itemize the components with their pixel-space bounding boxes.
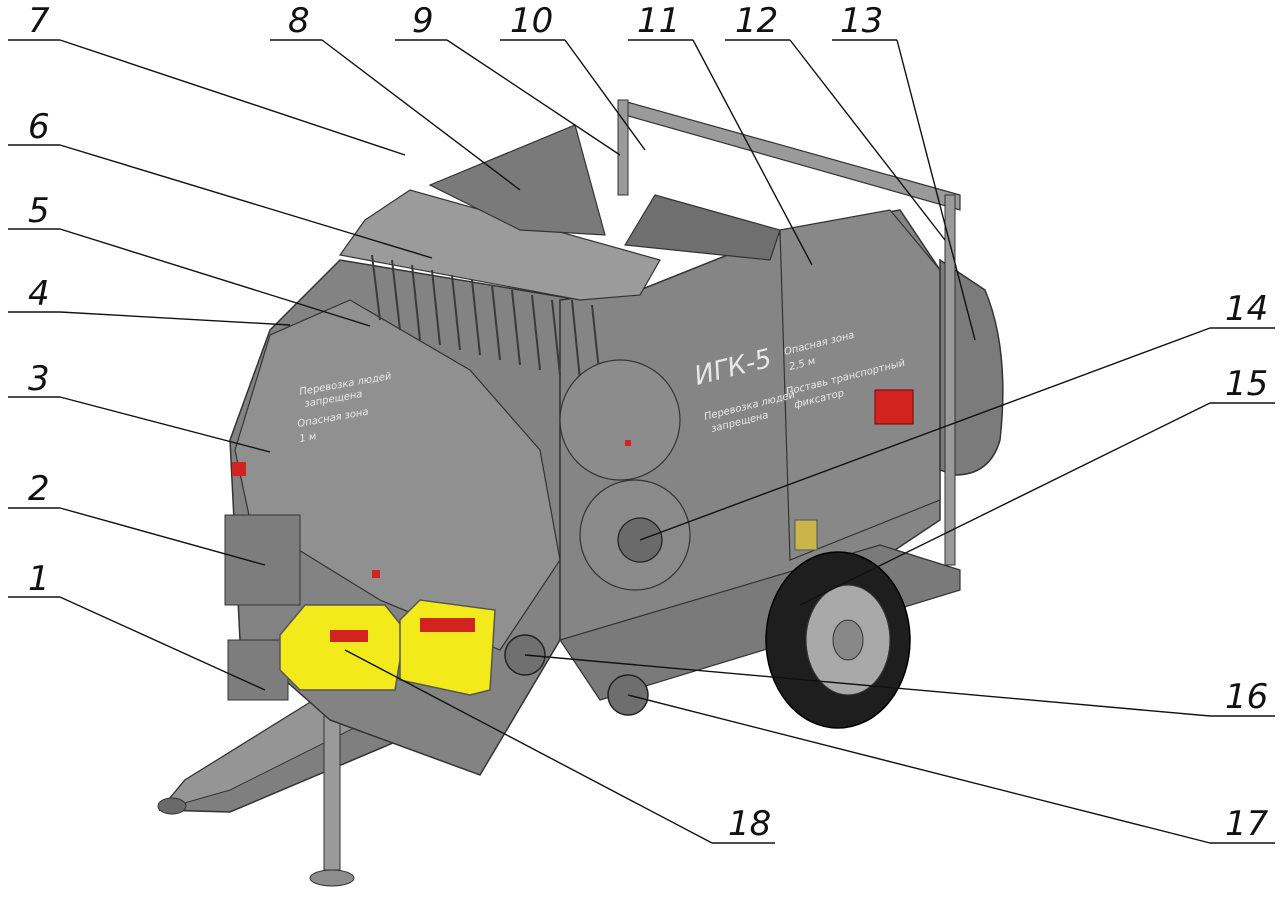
guard-red-plate-2 <box>420 618 475 632</box>
hitch-eye <box>157 797 187 815</box>
callout-18: 18 <box>344 649 775 844</box>
gearbox <box>224 514 301 606</box>
frame-post-left <box>617 99 629 196</box>
callout-number: 1 <box>28 559 50 599</box>
callout-15: 15 <box>799 364 1275 606</box>
red-reflector-1 <box>625 440 631 446</box>
yellow-guard-left <box>279 604 406 691</box>
callout-11: 11 <box>628 1 813 266</box>
callout-number: 4 <box>28 274 50 314</box>
warning-decal-front <box>232 462 246 476</box>
callout-number: 8 <box>288 1 310 41</box>
top-cover <box>338 189 661 301</box>
frame-post-right <box>944 194 956 566</box>
yellow-guard-right <box>399 599 496 696</box>
callout-5: 5 <box>8 191 371 327</box>
callout-number: 16 <box>1225 677 1268 717</box>
callout-number: 9 <box>412 1 434 41</box>
red-reflector-2 <box>372 570 380 578</box>
callout-13: 13 <box>832 1 976 341</box>
callout-number: 14 <box>1225 289 1268 329</box>
hub <box>832 619 864 661</box>
callout-7: 7 <box>8 1 406 156</box>
callout-17: 17 <box>627 694 1275 844</box>
callout-3: 3 <box>8 359 271 453</box>
callout-number: 10 <box>510 1 553 41</box>
callout-number: 6 <box>28 107 50 147</box>
callout-number: 15 <box>1225 364 1268 404</box>
front-plate <box>234 299 561 651</box>
callout-14: 14 <box>639 289 1275 541</box>
callout-number: 11 <box>637 1 680 41</box>
callout-12: 12 <box>725 1 946 241</box>
callout-10: 10 <box>500 1 646 151</box>
callout-number: 3 <box>28 359 50 399</box>
side-disc <box>559 359 681 481</box>
hopper-right-wall <box>624 194 781 261</box>
callout-number: 18 <box>728 804 771 844</box>
callout-number: 12 <box>735 1 778 41</box>
callout-number: 5 <box>28 191 50 231</box>
callout-6: 6 <box>8 107 433 259</box>
tailgate <box>939 258 1004 476</box>
yellow-sticker <box>794 519 818 551</box>
hopper-left-wall <box>428 124 606 236</box>
callout-9: 9 <box>395 1 621 156</box>
warning-decal-side <box>874 389 914 425</box>
jack-foot <box>309 869 355 887</box>
left-box <box>227 639 289 701</box>
callout-number: 13 <box>840 1 883 41</box>
front-decal-4: 1 м <box>299 431 318 445</box>
callout-4: 4 <box>8 274 291 326</box>
callout-8: 8 <box>270 1 521 191</box>
callout-2: 2 <box>8 469 266 566</box>
jack-stand <box>323 714 341 871</box>
callout-16: 16 <box>524 654 1275 717</box>
guard-red-plate-1 <box>330 630 368 642</box>
callout-1: 1 <box>8 559 266 691</box>
callout-number: 17 <box>1225 804 1269 844</box>
callout-number: 2 <box>28 469 50 509</box>
callout-number: 7 <box>28 1 50 41</box>
